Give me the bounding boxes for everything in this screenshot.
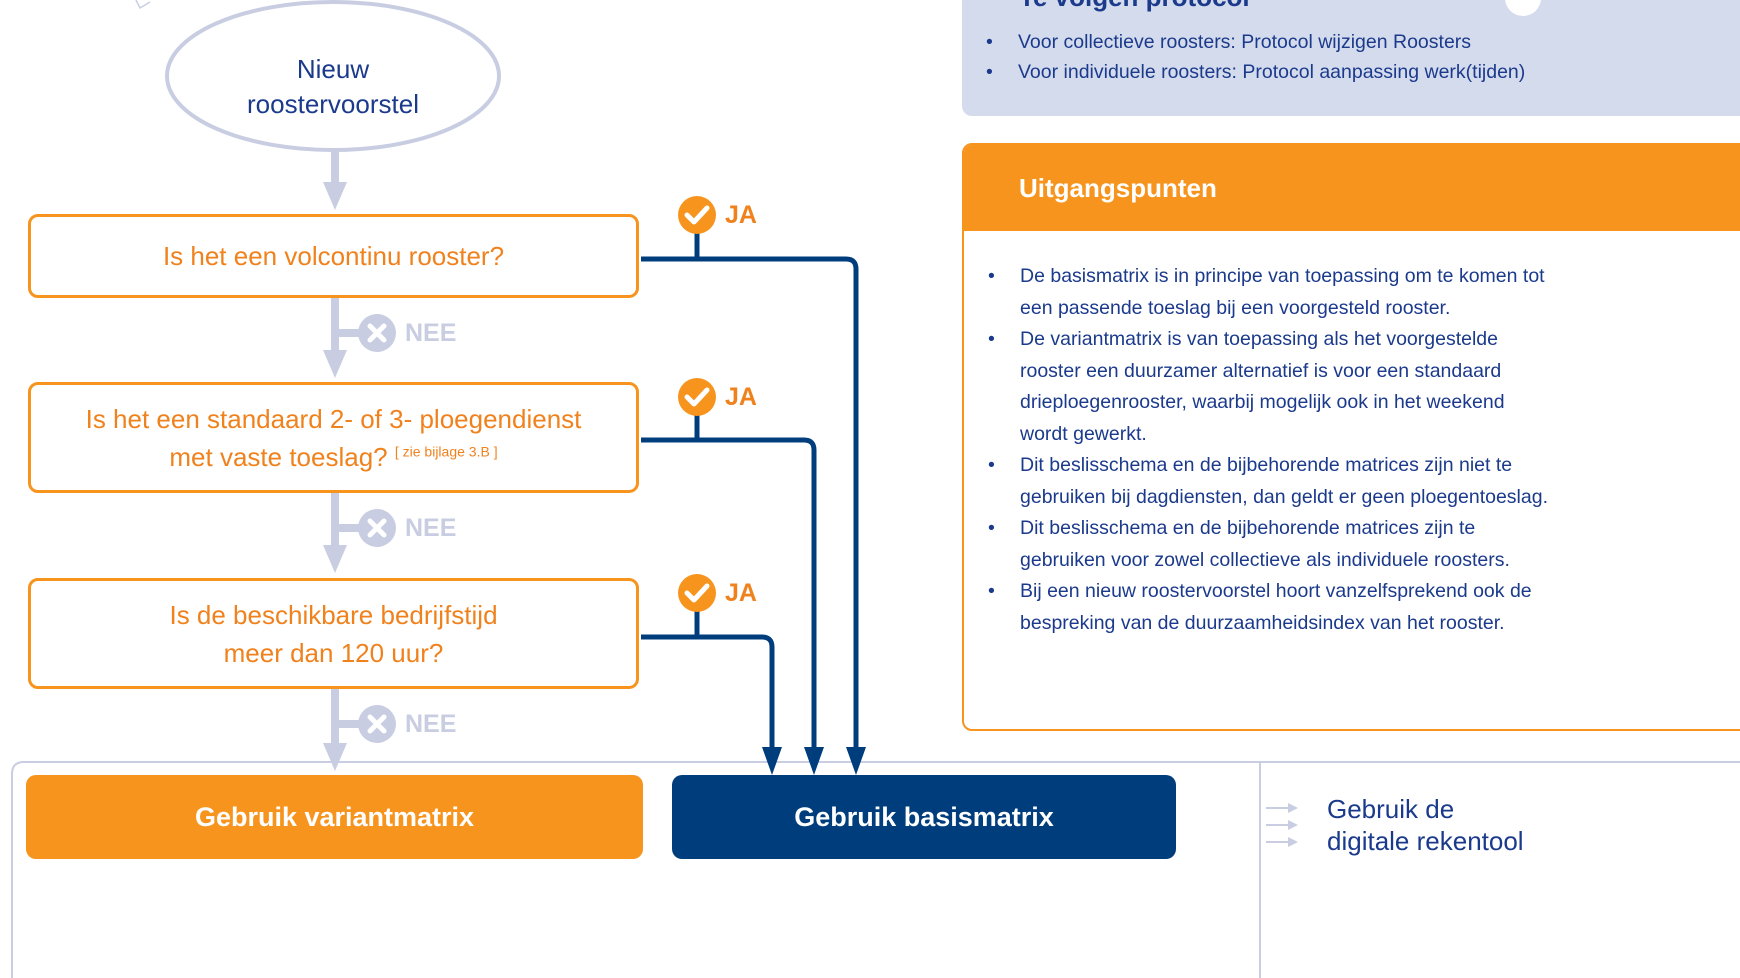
question-2-line2: met vaste toeslag? (169, 441, 388, 472)
protocol-title: Te volgen protocol (1019, 0, 1250, 13)
check-icon (678, 196, 716, 234)
uitgangspunt-item: Dit beslisschema en de bijbehorende matr… (964, 450, 1549, 513)
yes-badge-2: JA (677, 377, 757, 417)
protocol-item: Voor collectieve roosters: Protocol wijz… (962, 27, 1740, 57)
check-icon (678, 378, 716, 416)
question-1-text: Is het een volcontinu rooster? (162, 241, 505, 271)
no-label: NEE (405, 513, 457, 542)
yes-arrowheads (762, 747, 866, 775)
result-container-frame (11, 761, 1740, 978)
uitgangspunten-panel: Uitgangspunten De basismatrix is in prin… (962, 143, 1740, 731)
info-icon (1505, 0, 1541, 16)
uitgangspunten-title: Uitgangspunten (1019, 172, 1217, 203)
start-line1: Nieuw (296, 54, 370, 84)
pencil-mark (135, 0, 151, 10)
protocol-panel: Te volgen protocol Voor collectieve roos… (962, 0, 1740, 116)
question-volcontinu: Is het een volcontinu rooster? (28, 214, 639, 298)
bijlage-reference: [ zie bijlage 3.B ] (394, 442, 498, 459)
result-variantmatrix: Gebruik variantmatrix (26, 775, 643, 859)
question-bedrijfstijd: Is de beschikbare bedrijfstijd meer dan … (28, 578, 639, 689)
uitgangspunt-item: De basismatrix is in principe van toepas… (964, 261, 1549, 324)
question-2-line1: Is het een standaard 2- of 3- ploegendie… (85, 403, 582, 434)
tool-line2: digitale rekentool (1327, 826, 1524, 856)
cross-icon (358, 314, 396, 352)
check-icon (678, 574, 716, 612)
protocol-item: Voor individuele roosters: Protocol aanp… (962, 57, 1740, 87)
cross-icon (358, 705, 396, 743)
no-flow (323, 150, 362, 771)
result-basis-label: Gebruik basismatrix (794, 801, 1054, 832)
no-badge-2: NEE (357, 508, 456, 548)
yes-badge-1: JA (677, 195, 757, 235)
no-label: NEE (405, 318, 457, 347)
question-3-line2: meer dan 120 uur? (223, 637, 444, 668)
yes-label: JA (725, 200, 757, 229)
question-3-line1: Is de beschikbare bedrijfstijd (169, 599, 498, 630)
yes-badge-3: JA (677, 573, 757, 613)
uitgangspunten-list: De basismatrix is in principe van toepas… (964, 261, 1549, 639)
tool-line1: Gebruik de (1327, 794, 1455, 824)
tool-arrows (1266, 803, 1298, 847)
no-label: NEE (405, 709, 457, 738)
cross-icon (358, 509, 396, 547)
question-ploegendienst: Is het een standaard 2- of 3- ploegendie… (28, 382, 639, 493)
no-badge-3: NEE (357, 704, 456, 744)
uitgangspunt-item: Bij een nieuw roostervoorstel hoort vanz… (964, 576, 1549, 639)
no-badge-1: NEE (357, 313, 456, 353)
protocol-list: Voor collectieve roosters: Protocol wijz… (962, 27, 1740, 87)
result-basismatrix: Gebruik basismatrix (672, 775, 1176, 859)
yes-label: JA (725, 578, 757, 607)
uitgangspunt-item: Dit beslisschema en de bijbehorende matr… (964, 513, 1549, 576)
uitgangspunten-header: Uitgangspunten (964, 145, 1740, 231)
start-node: Nieuw roostervoorstel (168, 11, 498, 163)
yes-routes (641, 232, 859, 752)
digital-tool-label: Gebruik de digitale rekentool (1327, 793, 1524, 857)
start-line2: roostervoorstel (247, 89, 419, 119)
yes-label: JA (725, 382, 757, 411)
result-variant-label: Gebruik variantmatrix (194, 801, 475, 832)
uitgangspunt-item: De variantmatrix is van toepassing als h… (964, 324, 1549, 450)
